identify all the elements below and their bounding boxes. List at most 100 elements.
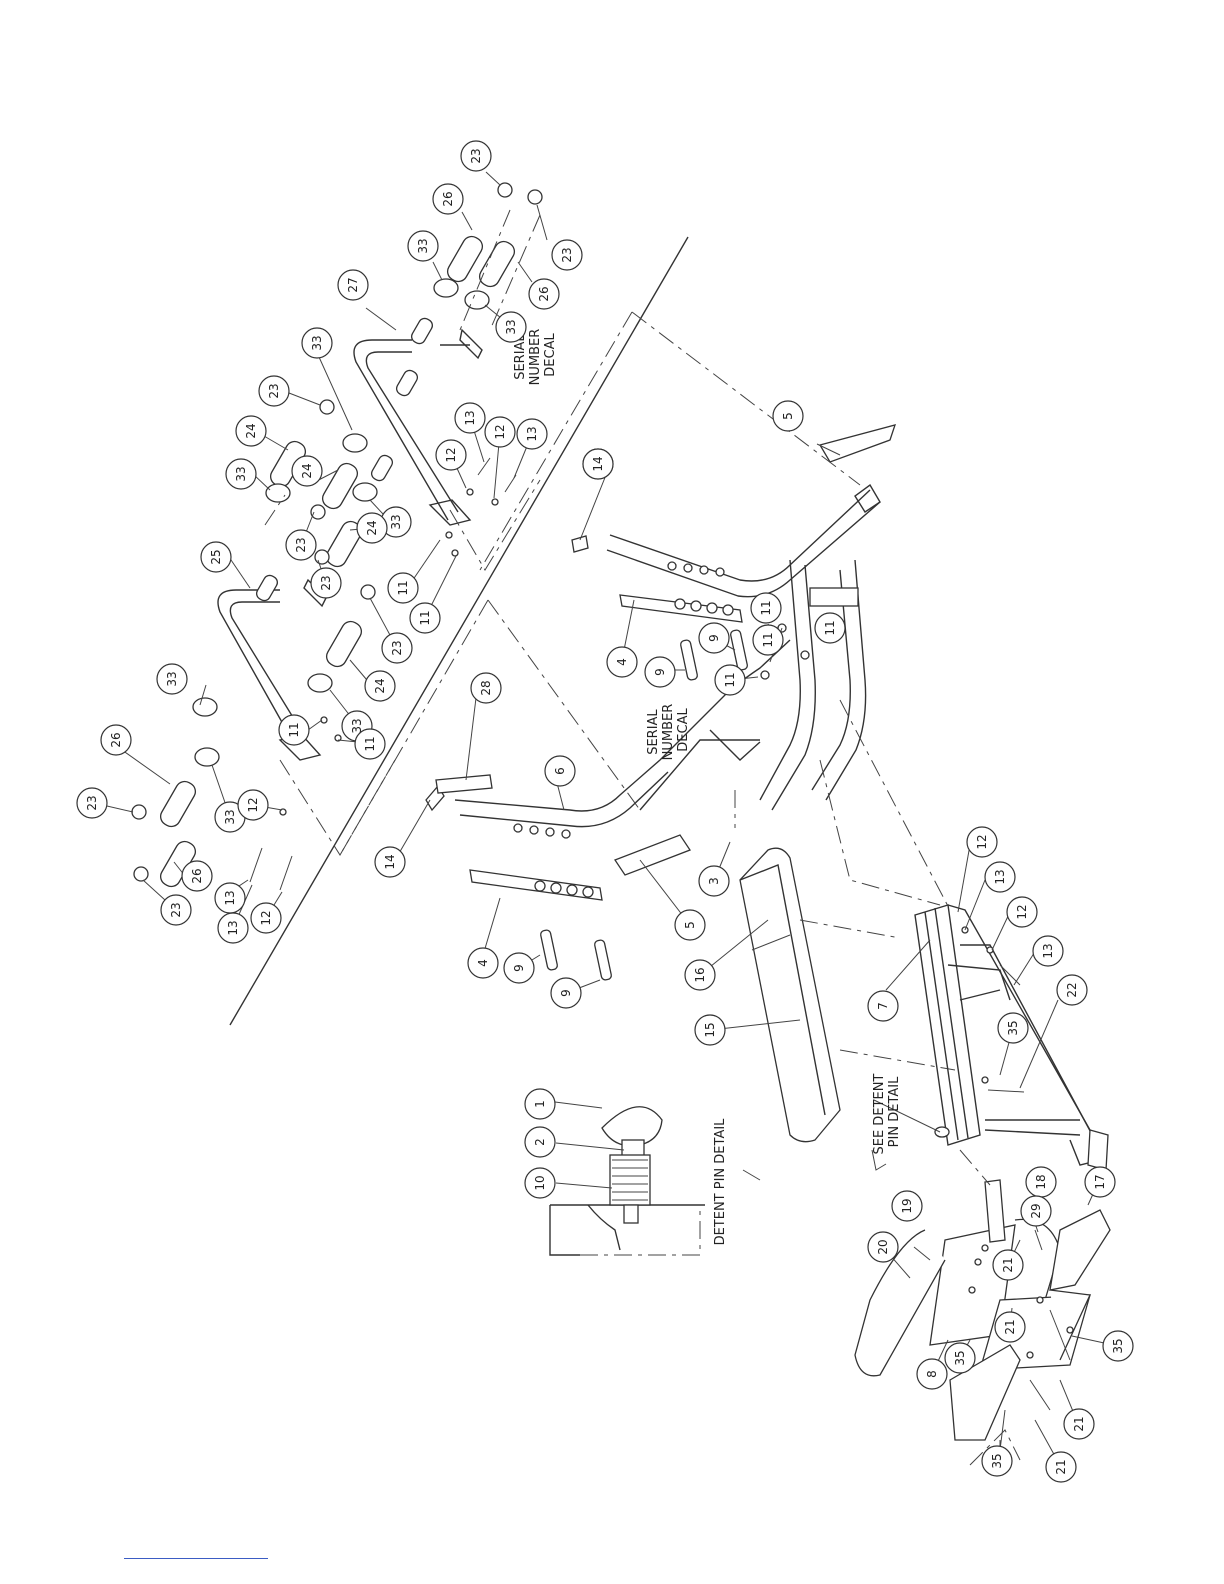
callout-bubble: 13 [214, 882, 246, 914]
callout-label: 21 [1003, 1319, 1017, 1334]
callout-bubble: 21 [994, 1311, 1026, 1343]
callout-bubble: 21 [992, 1249, 1024, 1281]
callout-label: 9 [559, 989, 573, 997]
callout-bubble: 21 [1063, 1408, 1095, 1440]
callout-bubble: 16 [684, 959, 716, 991]
see-detent-pin-note: SEE DETENT PIN DETAIL [872, 1070, 902, 1155]
callout-label: 14 [591, 456, 605, 471]
callout-label: 11 [287, 722, 301, 737]
note-line: DECAL [676, 708, 691, 752]
callout-label: 6 [553, 767, 567, 775]
serial-number-decal-note: SERIAL NUMBER DECAL [513, 325, 558, 386]
callout-label: 11 [759, 600, 773, 615]
callout-bubble: 24 [291, 455, 323, 487]
callout-label: 23 [267, 383, 281, 398]
callout-bubble: 4 [467, 947, 499, 979]
callout-bubble: 9 [503, 952, 535, 984]
callout-bubble: 33 [495, 311, 527, 343]
callout-label: 33 [416, 238, 430, 253]
callout-label: 26 [109, 732, 123, 747]
callout-label: 25 [209, 549, 223, 564]
callout-bubble: 2 [524, 1126, 556, 1158]
bench-pad [739, 847, 841, 1143]
callout-label: 8 [925, 1370, 939, 1378]
callout-label: 33 [223, 809, 237, 824]
callout-bubble: 23 [381, 632, 413, 664]
pins-9 [540, 629, 748, 981]
callout-label: 18 [1034, 1174, 1048, 1189]
callout-bubble: 13 [1032, 935, 1064, 967]
callout-label: 10 [533, 1175, 547, 1190]
callout-bubble: 11 [814, 612, 846, 644]
callout-label: 23 [294, 537, 308, 552]
callout-label: 13 [993, 869, 1007, 884]
callout-bubble: 14 [374, 846, 406, 878]
callout-bubble: 12 [250, 902, 282, 934]
callout-bubble: 18 [1025, 1166, 1057, 1198]
callout-bubble: 23 [551, 239, 583, 271]
callout-bubble: 33 [225, 458, 257, 490]
callout-label: 13 [463, 410, 477, 425]
callout-bubble: 35 [944, 1342, 976, 1374]
callout-bubble: 24 [235, 415, 267, 447]
note-line: DECAL [543, 333, 558, 377]
callout-label: 20 [876, 1239, 890, 1254]
callout-label: 12 [259, 910, 273, 925]
callout-bubble: 13 [454, 402, 486, 434]
callout-bubble: 35 [997, 1012, 1029, 1044]
callout-bubble: 13 [516, 418, 548, 450]
callout-bubble: 3 [698, 865, 730, 897]
spacer-washers-upper [192, 278, 490, 767]
callout-bubble: 11 [354, 728, 386, 760]
callout-bubble: 28 [470, 672, 502, 704]
callout-label: 26 [537, 286, 551, 301]
section-divider-line [229, 236, 689, 1026]
callout-label: 11 [761, 632, 775, 647]
callout-label: 7 [876, 1002, 890, 1010]
callout-bubble: 12 [1006, 896, 1038, 928]
adjustment-brackets-4 [469, 561, 743, 901]
main-frame-6 [454, 483, 881, 828]
callout-bubble: 9 [550, 977, 582, 1009]
callout-bubble: 20 [867, 1231, 899, 1263]
callout-bubble: 35 [1102, 1330, 1134, 1362]
callout-bubble: 15 [694, 1014, 726, 1046]
callout-bubble: 11 [278, 714, 310, 746]
callout-bubble: 13 [217, 912, 249, 944]
footer-rule [124, 1558, 268, 1559]
callout-label: 11 [396, 580, 410, 595]
handle-bar-25 [217, 578, 327, 761]
callout-label: 24 [300, 463, 314, 478]
see-detent-leader [871, 1149, 887, 1171]
callout-bubble: 23 [258, 375, 290, 407]
callout-label: 35 [1006, 1020, 1020, 1035]
fasteners-upper [249, 457, 517, 891]
leader-line [555, 1182, 613, 1189]
callout-label: 33 [234, 466, 248, 481]
callout-label: 9 [653, 668, 667, 676]
leader-line [555, 1142, 625, 1151]
callout-bubbles: 23 23 26 26 33 33 27 33 23 24 33 24 33 2… [76, 140, 1134, 1483]
callout-bubble: 26 [181, 860, 213, 892]
callout-label: 13 [223, 890, 237, 905]
callout-bubble: 26 [528, 278, 560, 310]
callout-bubble: 23 [460, 140, 492, 172]
callout-bubble: 27 [337, 269, 369, 301]
callout-label: 12 [246, 797, 260, 812]
callout-bubble: 21 [1045, 1451, 1077, 1483]
callout-label: 3 [707, 877, 721, 885]
callout-bubble: 12 [435, 439, 467, 471]
callout-label: 11 [723, 672, 737, 687]
callout-label: 21 [1001, 1257, 1015, 1272]
callout-bubble: 33 [407, 230, 439, 262]
callout-label: 33 [504, 319, 518, 334]
callout-bubble: 11 [750, 592, 782, 624]
callout-bubble: 17 [1084, 1166, 1116, 1198]
callout-label: 23 [469, 148, 483, 163]
callout-label: 5 [683, 921, 697, 929]
leader-line [554, 1101, 603, 1109]
callout-label: 22 [1065, 982, 1079, 997]
callout-label: 11 [363, 736, 377, 751]
callout-label: 12 [493, 424, 507, 439]
